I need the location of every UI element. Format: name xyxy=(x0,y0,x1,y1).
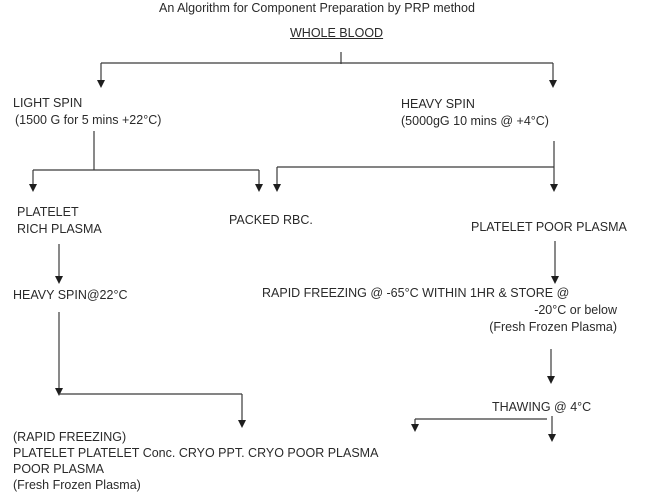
arrowhead-platelet-conc xyxy=(238,420,246,428)
arrowhead-heavy-spin-22 xyxy=(55,276,63,284)
arrowhead-cryo-ppt xyxy=(548,434,556,442)
arrowhead-ffp-left xyxy=(55,388,63,396)
node-heavy-spin: HEAVY SPIN (5000gG 10 mins @ +4°C) xyxy=(401,97,549,129)
arrowhead-cryo-poor xyxy=(411,424,419,432)
arrowhead-rapid-freezing xyxy=(551,276,559,284)
node-products-line3: POOR PLASMA xyxy=(13,462,104,476)
arrowhead-thawing xyxy=(547,376,555,384)
arrowhead-packed-rbc-right xyxy=(273,184,281,192)
node-products-line1: (RAPID FREEZING) xyxy=(13,430,127,444)
node-heavy-spin-detail: (5000gG 10 mins @ +4°C) xyxy=(401,114,549,128)
node-rapid-freezing-line1: RAPID FREEZING @ -65°C WITHIN 1HR & STOR… xyxy=(262,286,570,300)
node-rapid-freezing-line3: (Fresh Frozen Plasma) xyxy=(489,320,617,334)
node-products-line2: PLATELET PLATELET Conc. CRYO PPT. CRYO P… xyxy=(13,446,379,460)
node-light-spin-label: LIGHT SPIN xyxy=(13,96,83,110)
node-prp-line2: RICH PLASMA xyxy=(17,222,102,236)
arrowhead-prp xyxy=(29,184,37,192)
arrowhead-light-spin xyxy=(97,80,105,88)
node-whole-blood: WHOLE BLOOD xyxy=(290,26,384,40)
node-platelet-rich-plasma: PLATELET RICH PLASMA xyxy=(17,205,102,237)
node-thawing: THAWING @ 4°C xyxy=(492,400,592,414)
arrowhead-ppp xyxy=(550,184,558,192)
node-rapid-freezing: RAPID FREEZING @ -65°C WITHIN 1HR & STOR… xyxy=(262,286,617,335)
arrowhead-heavy-spin xyxy=(549,80,557,88)
node-platelet-poor-plasma: PLATELET POOR PLASMA xyxy=(471,220,627,234)
node-light-spin-detail: (1500 G for 5 mins +22°C) xyxy=(15,113,162,127)
node-light-spin: LIGHT SPIN (1500 G for 5 mins +22°C) xyxy=(13,96,161,128)
node-products-line4: (Fresh Frozen Plasma) xyxy=(13,478,141,492)
node-products: (RAPID FREEZING) PLATELET PLATELET Conc.… xyxy=(13,430,378,493)
node-heavy-spin-label: HEAVY SPIN xyxy=(401,97,475,111)
arrowhead-packed-rbc-left xyxy=(255,184,263,192)
node-prp-line1: PLATELET xyxy=(17,205,79,219)
diagram-title: An Algorithm for Component Preparation b… xyxy=(159,1,475,15)
node-heavy-spin-22: HEAVY SPIN@22°C xyxy=(13,288,128,302)
node-packed-rbc: PACKED RBC. xyxy=(229,213,313,227)
node-rapid-freezing-line2: -20°C or below xyxy=(534,303,617,317)
